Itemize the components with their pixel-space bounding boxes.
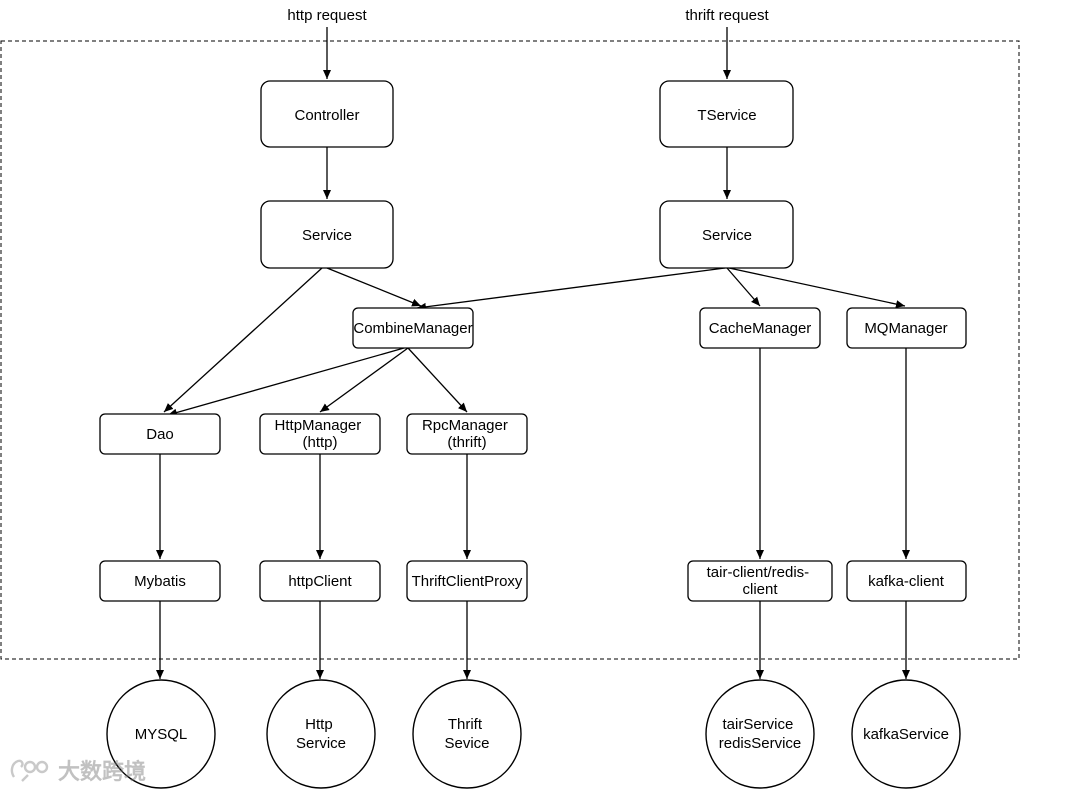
service-left-node: Service [260, 200, 394, 269]
cache-manager-label: CacheManager [709, 320, 812, 337]
service-left-label: Service [302, 227, 352, 244]
thrift-client-proxy-label: ThriftClientProxy [412, 573, 523, 590]
watermark: 大数跨境 [8, 754, 146, 786]
mysql-service: MYSQL [106, 679, 216, 789]
mybatis-node: Mybatis [99, 560, 221, 602]
kafka-service-label: kafkaService [863, 726, 949, 743]
edge-service-left-dao [163, 267, 323, 413]
thrift-service: Thrift Sevice [412, 679, 522, 789]
edge-combine-dao [167, 347, 405, 417]
tair-redis-service-line-2: redisService [719, 735, 802, 752]
edge-combine-rpc-manager [407, 347, 468, 413]
combine-manager-label: CombineManager [353, 320, 472, 337]
kafka-service: kafkaService [851, 679, 961, 789]
tair-redis-client-line-1: tair-client/redis- [707, 564, 810, 581]
thrift-request-label: thrift request [685, 7, 769, 24]
http-service: Http Service [266, 679, 376, 789]
watermark-text: 大数跨境 [58, 760, 147, 785]
http-service-line-1: Http [305, 716, 333, 733]
tair-redis-service: tairService redisService [705, 679, 815, 789]
rpc-manager-line-1: RpcManager [422, 417, 508, 434]
service-right-label: Service [702, 227, 752, 244]
tair-redis-client-node: tair-client/redis- client [687, 560, 833, 602]
tservice-node: TService [659, 80, 794, 148]
mq-manager-node: MQManager [846, 307, 967, 349]
mysql-label: MYSQL [135, 726, 188, 743]
watermark-logo-icon [10, 759, 49, 782]
http-service-line-2: Service [296, 735, 346, 752]
dao-label: Dao [146, 426, 174, 443]
dao-node: Dao [99, 413, 221, 455]
thrift-service-line-1: Thrift [448, 716, 483, 733]
cache-manager-node: CacheManager [699, 307, 821, 349]
mq-manager-label: MQManager [864, 320, 947, 337]
thrift-service-line-2: Sevice [444, 735, 489, 752]
thrift-client-proxy-node: ThriftClientProxy [406, 560, 528, 602]
tservice-label: TService [697, 107, 756, 124]
http-manager-line-1: HttpManager [275, 417, 362, 434]
edge-combine-http-manager [319, 347, 409, 413]
tair-redis-client-label: tair-client/redis- client [707, 564, 814, 598]
edges [156, 27, 910, 679]
thrift-service-label: Thrift Sevice [444, 716, 489, 752]
rpc-manager-node: RpcManager (thrift) [406, 413, 528, 455]
edge-service-right-mq [728, 267, 906, 309]
tair-redis-client-line-2: client [742, 581, 778, 598]
controller-node: Controller [260, 80, 394, 148]
service-right-node: Service [659, 200, 794, 269]
http-client-label: httpClient [288, 573, 352, 590]
mybatis-label: Mybatis [134, 573, 186, 590]
tair-redis-service-label: tairService redisService [719, 716, 802, 752]
controller-label: Controller [294, 107, 359, 124]
edge-service-right-combine [416, 267, 726, 311]
tair-redis-service-line-1: tairService [722, 716, 793, 733]
http-manager-line-2: (http) [302, 434, 337, 451]
rpc-manager-line-2: (thrift) [447, 434, 486, 451]
http-request-label: http request [287, 7, 367, 24]
http-service-label: Http Service [296, 716, 346, 752]
http-client-node: httpClient [259, 560, 381, 602]
http-manager-node: HttpManager (http) [259, 413, 381, 455]
http-manager-label: HttpManager (http) [275, 417, 366, 451]
kafka-client-label: kafka-client [868, 573, 945, 590]
rpc-manager-label: RpcManager (thrift) [422, 417, 512, 451]
edge-service-left-combine [326, 267, 422, 307]
combine-manager-node: CombineManager [352, 307, 474, 349]
kafka-client-node: kafka-client [846, 560, 967, 602]
system-boundary [0, 40, 1020, 660]
edge-service-right-cache [726, 267, 761, 307]
